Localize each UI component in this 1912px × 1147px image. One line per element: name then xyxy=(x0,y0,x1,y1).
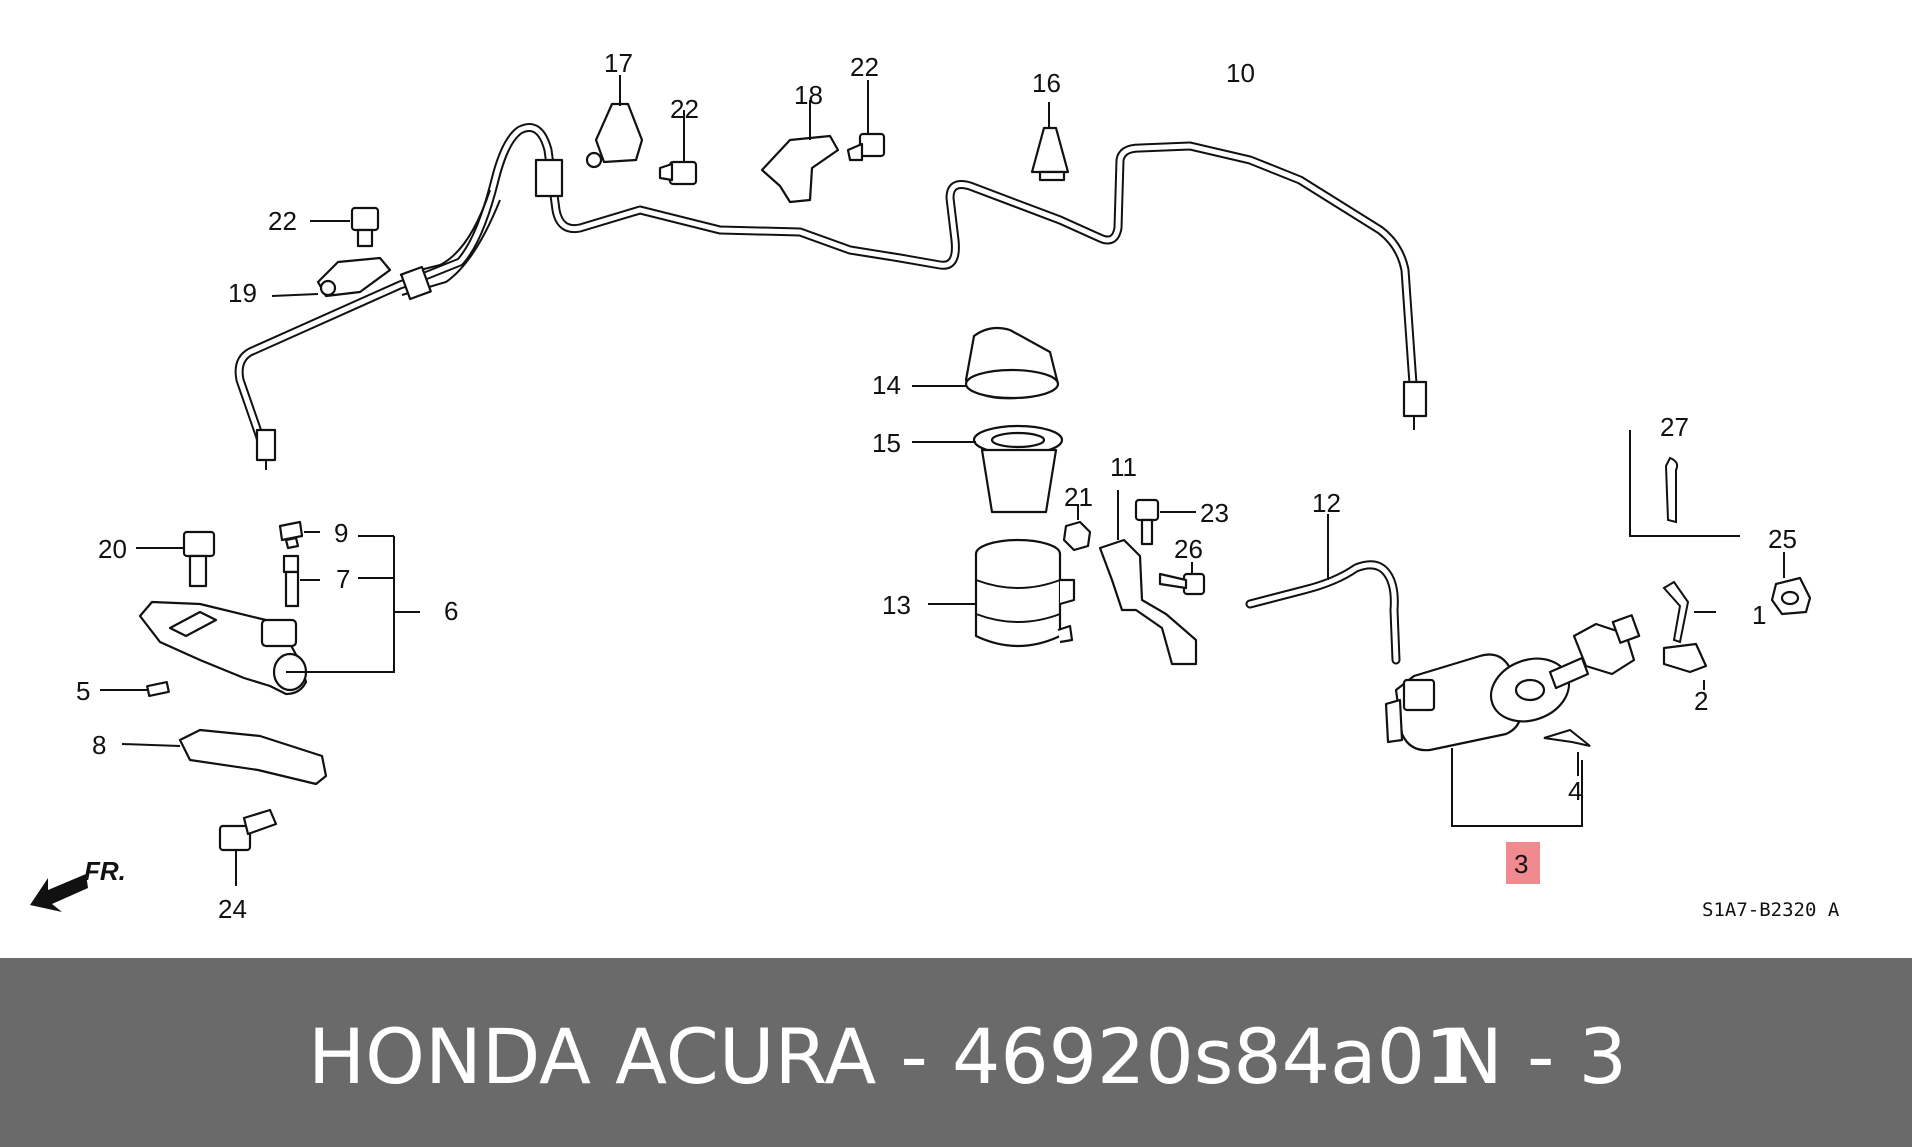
label-15: 15 xyxy=(872,428,901,458)
label-11: 11 xyxy=(1110,452,1137,482)
front-marker: FR. xyxy=(84,856,126,886)
footer-part-title: HONDA ACURA - 46920s84a01 xyxy=(308,1012,1474,1101)
label-14: 14 xyxy=(872,370,901,400)
label-7: 7 xyxy=(336,564,350,594)
bolt-26 xyxy=(1158,562,1206,596)
label-2: 2 xyxy=(1694,686,1708,716)
label-22-right: 22 xyxy=(850,52,879,82)
label-20: 20 xyxy=(98,534,127,564)
part-labels: 1 2 3 4 5 6 7 8 9 10 11 12 13 14 15 16 1… xyxy=(76,48,1840,924)
label-26: 26 xyxy=(1174,534,1203,564)
bleeder-9 xyxy=(278,520,320,550)
label-22-center: 22 xyxy=(670,94,699,124)
front-arrow-icon xyxy=(30,874,88,912)
label-25: 25 xyxy=(1768,524,1797,554)
bracket-11 xyxy=(1098,490,1198,666)
master-cylinder-3 xyxy=(1384,614,1641,827)
bolt-23 xyxy=(1134,498,1196,546)
bolt-22-right xyxy=(846,80,886,162)
label-24: 24 xyxy=(218,894,247,924)
clutch-pipe xyxy=(234,123,1428,470)
bolt-22-left xyxy=(310,206,380,248)
label-8: 8 xyxy=(92,730,106,760)
label-18: 18 xyxy=(794,80,823,110)
label-19: 19 xyxy=(228,278,257,308)
label-10: 10 xyxy=(1226,58,1255,88)
nut-21 xyxy=(1062,504,1092,552)
clevis-pin-1 xyxy=(1662,580,1716,644)
label-23: 23 xyxy=(1200,498,1229,528)
label-13: 13 xyxy=(882,590,911,620)
label-6: 6 xyxy=(444,596,458,626)
label-16: 16 xyxy=(1032,68,1061,98)
cotter-pin-27 xyxy=(1629,430,1740,537)
hose-12 xyxy=(1245,514,1401,665)
pin-5 xyxy=(100,680,170,698)
clamp-19 xyxy=(271,256,392,298)
reservoir-13 xyxy=(928,538,1076,648)
label-12: 12 xyxy=(1312,488,1341,518)
parts-diagram: 1 2 3 4 5 6 7 8 9 10 11 12 13 14 15 16 1… xyxy=(30,48,1840,924)
pin-2 xyxy=(1662,642,1708,690)
bolt-20 xyxy=(136,530,216,588)
label-3: 3 xyxy=(1514,849,1528,879)
diagram-code: S1A7-B2320 A xyxy=(1702,899,1840,921)
bracket-17 xyxy=(585,75,644,169)
label-1: 1 xyxy=(1752,600,1766,630)
label-5: 5 xyxy=(76,676,90,706)
label-22-left: 22 xyxy=(268,206,297,236)
label-9: 9 xyxy=(334,518,348,548)
slave-cylinder-6 xyxy=(138,535,420,696)
strainer-15 xyxy=(912,424,1064,514)
footer-bar xyxy=(0,958,1912,1147)
clip-16 xyxy=(1030,102,1070,182)
footer-position-label: N - 3 xyxy=(1446,1012,1627,1101)
bracket-18 xyxy=(760,100,840,204)
bolt-22-center xyxy=(658,110,698,186)
nut-25 xyxy=(1770,552,1812,616)
label-17: 17 xyxy=(604,48,633,78)
bleeder-7 xyxy=(282,554,320,608)
bolt-24 xyxy=(218,808,278,886)
part-3-highlight xyxy=(1506,842,1540,884)
label-27: 27 xyxy=(1660,412,1689,442)
bracket-8 xyxy=(121,728,328,786)
reservoir-cap-14 xyxy=(912,326,1060,400)
clip-4 xyxy=(1543,728,1591,776)
label-4: 4 xyxy=(1568,776,1582,806)
label-21: 21 xyxy=(1064,482,1093,512)
